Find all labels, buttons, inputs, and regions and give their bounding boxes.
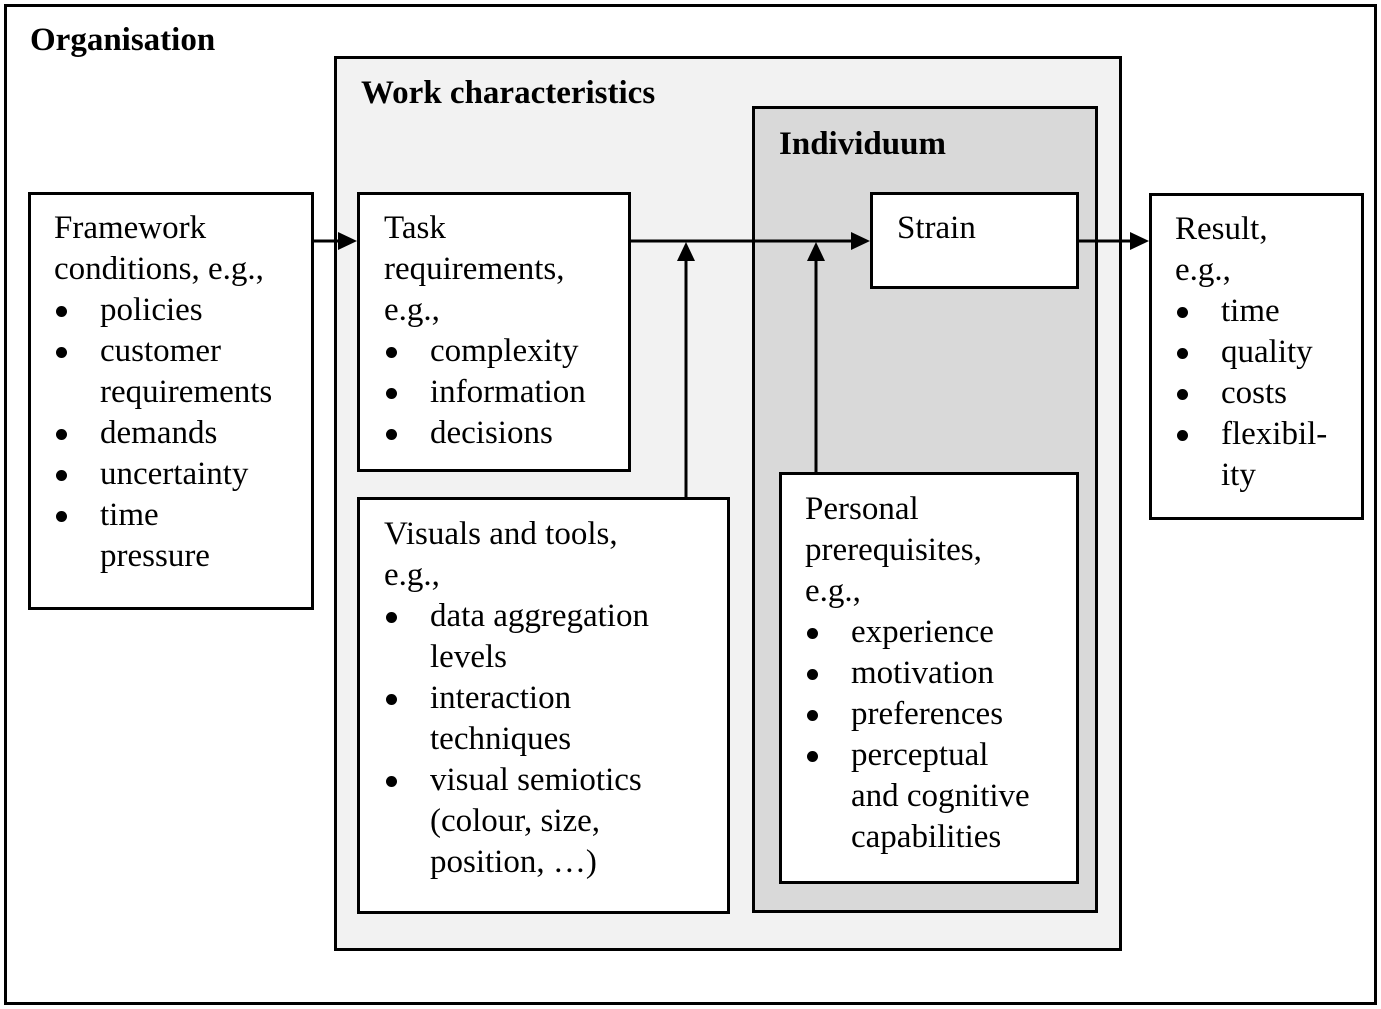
list-item: policies: [54, 290, 272, 331]
arrowhead-result: [1130, 232, 1149, 250]
list-item: costs: [1175, 373, 1327, 414]
list-item: preferences: [805, 694, 1030, 735]
visuals-heading-line: e.g.,: [384, 557, 440, 593]
framework-heading-line: conditions, e.g.,: [54, 251, 264, 287]
result-heading-line: e.g.,: [1175, 252, 1231, 288]
list-item: motivation: [805, 653, 1030, 694]
list-item: quality: [1175, 332, 1327, 373]
framework-conditions-text: Framework conditions, e.g., policies cus…: [54, 208, 272, 577]
task-heading-line: e.g.,: [384, 292, 440, 328]
list-item: flexibil-ity: [1175, 414, 1327, 496]
task-requirements-text: Task requirements, e.g., complexity info…: [384, 208, 586, 454]
visuals-tools-text: Visuals and tools, e.g., data aggregatio…: [384, 514, 649, 883]
personal-heading-line: Personal: [805, 491, 919, 527]
organisation-title: Organisation: [30, 22, 216, 58]
personal-heading-line: e.g.,: [805, 573, 861, 609]
personal-prerequisites-text: Personal prerequisites, e.g., experience…: [805, 489, 1030, 858]
result-list: time quality costs flexibil-ity: [1175, 291, 1327, 496]
framework-conditions-box: [28, 192, 314, 610]
task-requirements-box: [357, 192, 631, 472]
list-item: decisions: [384, 413, 586, 454]
work-characteristics-title: Work characteristics: [361, 75, 656, 111]
arrowhead-visuals: [677, 242, 695, 261]
individuum-title: Individuum: [779, 126, 946, 162]
arrowhead-strain: [851, 232, 870, 250]
personal-heading-line: prerequisites,: [805, 532, 982, 568]
list-item: uncertainty: [54, 454, 272, 495]
list-item: time: [1175, 291, 1327, 332]
strain-label: Strain: [897, 210, 976, 246]
list-item: experience: [805, 612, 1030, 653]
arrowhead-framework: [338, 232, 357, 250]
result-text: Result, e.g., time quality costs flexibi…: [1175, 209, 1327, 496]
strain-box: [870, 192, 1079, 289]
task-list: complexity information decisions: [384, 331, 586, 454]
list-item: information: [384, 372, 586, 413]
list-item: visual semiotics(colour, size,position, …: [384, 760, 649, 883]
list-item: demands: [54, 413, 272, 454]
list-item: complexity: [384, 331, 586, 372]
visuals-tools-box: [357, 497, 730, 914]
task-heading-line: Task: [384, 210, 446, 246]
personal-prerequisites-box: [779, 472, 1079, 884]
personal-list: experience motivation preferences percep…: [805, 612, 1030, 858]
arrowhead-personal: [807, 242, 825, 261]
result-heading-line: Result,: [1175, 211, 1268, 247]
visuals-heading-line: Visuals and tools,: [384, 516, 618, 552]
framework-heading-line: Framework: [54, 210, 207, 246]
task-heading-line: requirements,: [384, 251, 565, 287]
